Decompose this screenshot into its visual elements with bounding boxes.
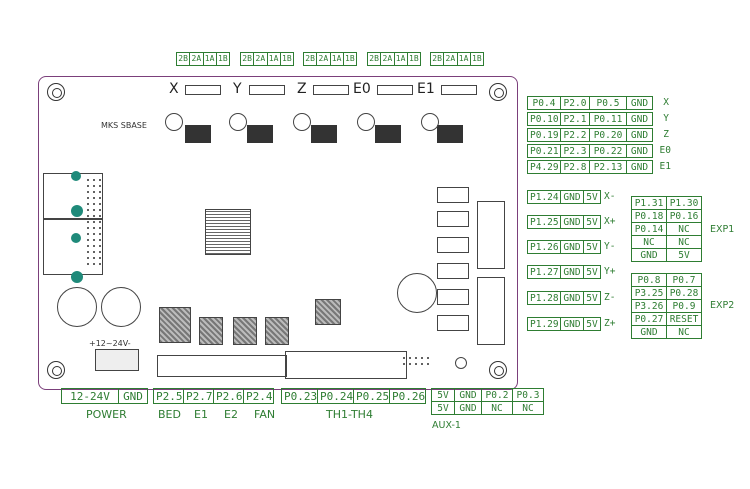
thermistor-label: TH1-TH4 — [326, 408, 373, 421]
driver-ic — [315, 299, 341, 325]
endstop-row-y-max: P1.27 GND 5V Y+ — [527, 265, 620, 279]
mount-hole-tr — [489, 83, 507, 101]
output-pins: P2.5 P2.7 P2.6 P2.4 — [153, 388, 274, 404]
axis-label-e1: E1 — [417, 81, 435, 97]
endstop-x-min-connector — [437, 187, 469, 203]
led-3 — [71, 233, 81, 243]
aux-row-1: 5V GND P0.2 P0.3 — [431, 388, 544, 402]
e1-driver-chip — [437, 125, 463, 143]
exp1-socket — [477, 201, 505, 269]
aux-row-2: 5V GND NC NC — [431, 401, 544, 415]
z-driver-chip — [311, 125, 337, 143]
power-terminal — [95, 349, 139, 371]
z-motor-connector — [313, 85, 349, 95]
endstop-y-min-connector — [437, 237, 469, 253]
capacitor-2 — [101, 287, 141, 327]
mosfet-e2 — [233, 317, 257, 345]
power-pins: 12-24V GND — [61, 388, 148, 404]
endstop-row-x-min: P1.24 GND 5V X- — [527, 190, 620, 204]
e0-driver-chip — [375, 125, 401, 143]
led-4 — [71, 271, 83, 283]
thermistor-connectors — [285, 351, 407, 379]
board-silk-label: MKS SBASE — [101, 121, 147, 130]
output-label-fan: FAN — [254, 408, 276, 421]
output-label-e1: E1 — [194, 408, 208, 421]
endstop-z-min-connector — [437, 289, 469, 305]
e1-pot — [421, 113, 439, 131]
x-driver-chip — [185, 125, 211, 143]
axis-row-e0: P0.21 P2.3 P0.22 GND E0 — [527, 144, 671, 158]
x-pot — [165, 113, 183, 131]
endstop-z-max-connector — [437, 315, 469, 331]
mosfet-e1 — [199, 317, 223, 345]
led-2 — [71, 205, 83, 217]
e1-motor-connector — [441, 85, 477, 95]
e0-pot — [357, 113, 375, 131]
pcb-board: X Y Z E0 E1 MKS SBASE +12~24V- — [38, 76, 518, 390]
endstop-row-z-min: P1.28 GND 5V Z- — [527, 291, 620, 305]
y-motor-connector — [249, 85, 285, 95]
axis-label-y: Y — [233, 81, 242, 97]
endstop-y-max-connector — [437, 263, 469, 279]
led-1 — [71, 171, 81, 181]
axis-row-y: P0.10 P2.1 P0.11 GND Y — [527, 112, 669, 126]
output-terminals — [157, 355, 287, 377]
exp2-socket — [477, 277, 505, 345]
power-label: POWER — [86, 408, 127, 421]
mount-hole-tl — [47, 83, 65, 101]
endstop-row-y-min: P1.26 GND 5V Y- — [527, 240, 620, 254]
mosfet-bed — [159, 307, 191, 343]
axis-row-e1: P4.29 P2.8 P2.13 GND E1 — [527, 160, 671, 174]
inductor — [397, 273, 437, 313]
axis-label-z: Z — [297, 81, 307, 97]
output-label-bed: BED — [158, 408, 181, 421]
reset-button — [455, 357, 467, 369]
mosfet-fan — [265, 317, 289, 345]
y-driver-chip — [247, 125, 273, 143]
mount-hole-br — [489, 361, 507, 379]
exp1-label: EXP1 — [710, 224, 735, 235]
mount-hole-bl — [47, 361, 65, 379]
axis-label-x: X — [169, 81, 179, 97]
exp2-label: EXP2 — [710, 300, 735, 311]
power-silk: +12~24V- — [89, 339, 131, 348]
axis-label-e0: E0 — [353, 81, 371, 97]
endstop-row-x-max: P1.25 GND 5V X+ — [527, 215, 620, 229]
x-motor-connector — [185, 85, 221, 95]
capacitor-1 — [57, 287, 97, 327]
output-label-e2: E2 — [224, 408, 238, 421]
y-pot — [229, 113, 247, 131]
axis-row-z: P0.19 P2.2 P0.20 GND Z — [527, 128, 669, 142]
aux-header — [401, 355, 429, 369]
endstop-x-max-connector — [437, 211, 469, 227]
endstop-row-z-max: P1.29 GND 5V Z+ — [527, 317, 620, 331]
axis-row-x: P0.4 P2.0 P0.5 GND X — [527, 96, 669, 110]
mcu-chip — [205, 209, 251, 255]
thermistor-pins: P0.23 P0.24 P0.25 P0.26 — [281, 388, 426, 404]
aux-label: AUX-1 — [432, 420, 461, 431]
e0-motor-connector — [377, 85, 413, 95]
z-pot — [293, 113, 311, 131]
header-pins-left — [85, 177, 101, 267]
